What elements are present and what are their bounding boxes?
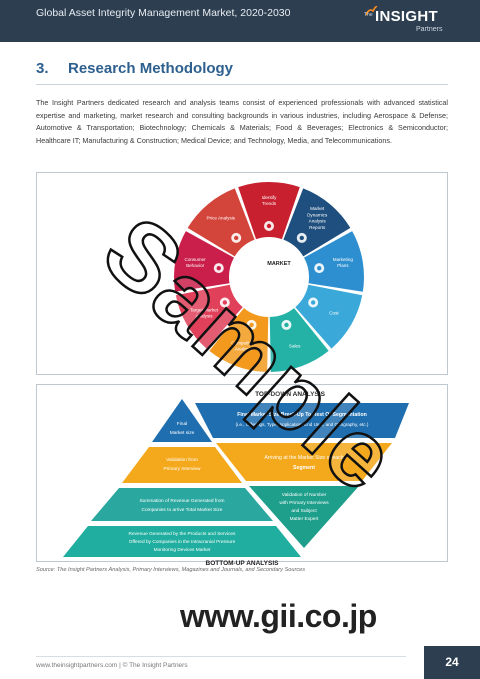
analysis-pyramid-panel: TOP-DOWN ANALYSIS Final Market Size Brea… [36, 384, 448, 562]
report-title: Global Asset Integrity Management Market… [36, 7, 291, 19]
wheel-icon-glyph [299, 235, 304, 241]
bottom-up-tier-2-line2: Primary Interview [163, 466, 201, 472]
bottom-up-tier-1-line1: Final [177, 421, 187, 427]
bottom-up-tier-4-line2: Offered by Companies in the Intracranial… [129, 539, 236, 545]
bottom-up-title: BOTTOM-UP ANALYSIS [205, 560, 279, 567]
brand-prefix: The [364, 12, 373, 18]
wheel-segment [304, 231, 365, 292]
section-title: 3. Research Methodology [36, 60, 233, 77]
wheel-segment-label: Price Analysis [206, 216, 235, 221]
wheel-icon-glyph [310, 300, 316, 305]
brand-logo: The INSIGHT Partners [364, 6, 464, 36]
bottom-up-tier-4-line1: Revenue Generated by the Products and Se… [129, 531, 237, 537]
bottom-up-tier-4 [63, 526, 301, 557]
analysis-pyramid: TOP-DOWN ANALYSIS Final Market Size Brea… [63, 391, 409, 557]
wheel-icon-glyph [216, 265, 221, 271]
flame-icon [365, 6, 378, 16]
wheel-segment-label: Sales [289, 343, 301, 348]
top-down-tier-1-line2: (i.e., Offerings, Type, Application, End… [236, 422, 369, 427]
bottom-up-tier-1-line2: Market size [170, 430, 195, 436]
footer-divider [36, 656, 406, 657]
top-down-tier-3-line3: and Subject [291, 508, 317, 514]
wheel-icon-glyph [317, 265, 322, 271]
top-down-tier-1-line1: Final Market Size Break-Up To Rest Of Se… [237, 412, 367, 418]
bottom-up-tier-2-line1: Validation from [166, 457, 198, 463]
wheel-icon-glyph [284, 322, 289, 328]
wheel-icon-glyph [266, 223, 272, 229]
wheel-segment-label: Cost [329, 311, 339, 316]
wheel-icon-glyph [234, 235, 239, 241]
section-number: 3. [36, 60, 49, 77]
page-number: 24 [424, 646, 480, 679]
title-divider [36, 84, 448, 85]
top-down-tier-3 [249, 486, 359, 548]
wheel-icon-glyph [222, 300, 228, 305]
source-note: Source: The Insight Partners Analysis, P… [36, 567, 306, 573]
top-down-tier-3-line1: Validation of Number [282, 492, 327, 498]
top-down-tier-1 [195, 403, 409, 438]
wheel-segment [238, 182, 300, 240]
bottom-up-tier-4-line3: Monitoring Devices Market [154, 547, 211, 553]
gii-url: www.gii.co.jp [180, 598, 377, 634]
brand-name: INSIGHT [375, 8, 438, 25]
top-down-title: TOP-DOWN ANALYSIS [255, 391, 325, 398]
top-down-tier-2-line2: Segment [293, 465, 315, 471]
intro-paragraph: The Insight Partners dedicated research … [36, 98, 448, 145]
bottom-up-tier-1 [152, 399, 212, 442]
wheel-segment [174, 231, 234, 292]
top-down-tier-3-line2: with Primary Interviews [279, 500, 329, 506]
bottom-up-tier-3-line2: Companies to arrive Total Market Size [142, 507, 223, 513]
section-title-text: Research Methodology [68, 60, 234, 77]
top-down-tier-3-line4: Matter Expert [290, 516, 319, 522]
report-header: Global Asset Integrity Management Market… [0, 0, 480, 42]
bottom-up-tier-2 [122, 447, 242, 483]
top-down-tier-2 [216, 443, 392, 481]
wheel-icon-glyph [249, 322, 254, 328]
footer-text: www.theinsightpartners.com | © The Insig… [36, 662, 188, 669]
brand-suffix: Partners [416, 26, 443, 33]
top-down-tier-2-line1: Arriving at the Market Size of each [264, 455, 343, 461]
bottom-up-tier-3-line1: Summation of Revenue Generated from [139, 498, 224, 504]
bottom-up-tier-3 [91, 488, 273, 521]
wheel-center-label: MARKET [267, 261, 291, 267]
wheel-center [231, 239, 307, 315]
